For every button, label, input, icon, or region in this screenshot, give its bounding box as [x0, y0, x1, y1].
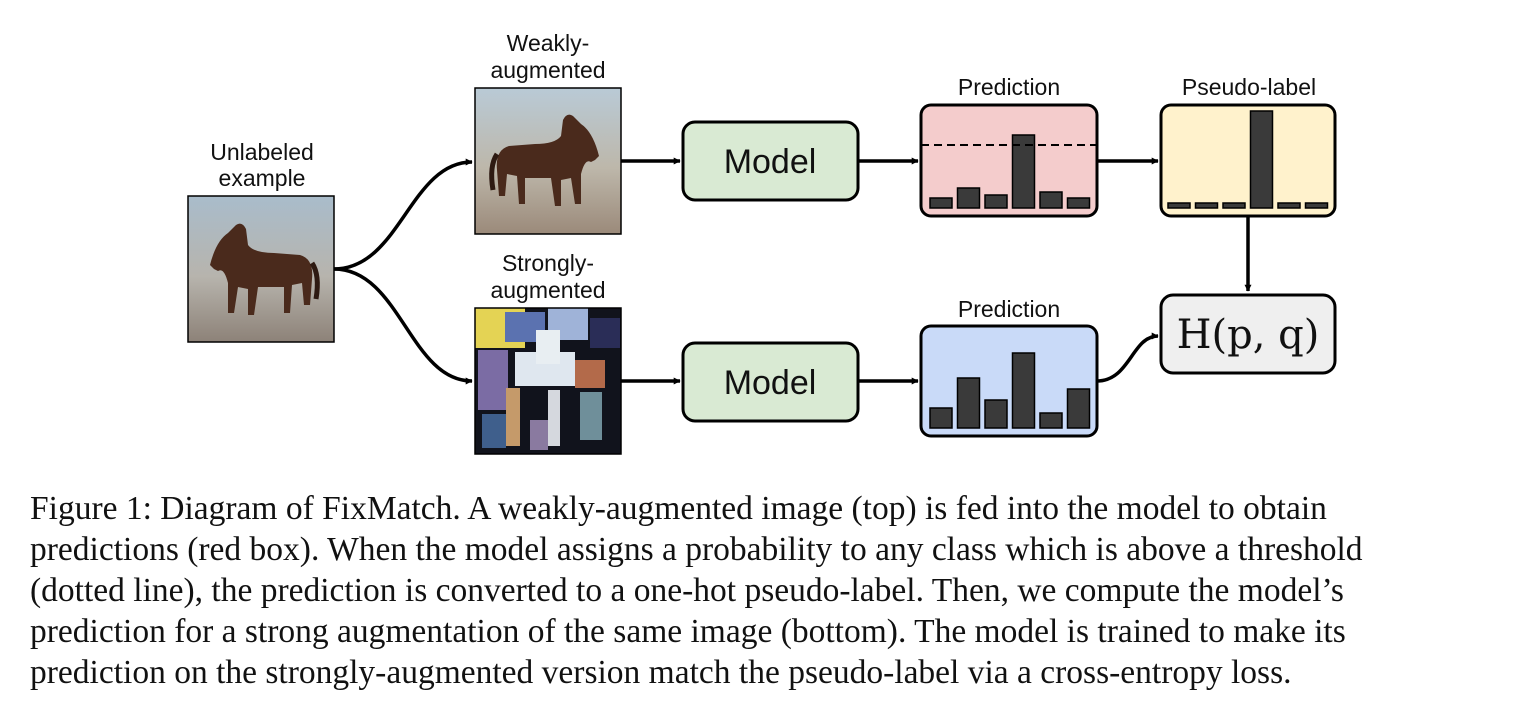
- fixmatch-diagram: Unlabeled example Weakly- augmented Stro…: [187, 30, 1337, 455]
- pseudo-label-bar-6: [1304, 202, 1329, 209]
- arrow-to-weak: [333, 158, 473, 271]
- prediction-bottom-box: [919, 324, 1099, 438]
- prediction-top-bars: [929, 134, 1091, 209]
- pseudo-label-bar-5: [1277, 202, 1301, 209]
- strong-augmented-image: [474, 307, 622, 455]
- pseudo-label-bar-3: [1222, 202, 1246, 209]
- model-bottom-label: Model: [724, 364, 817, 402]
- cross-entropy-loss-label: H(p, q): [1177, 312, 1320, 358]
- prediction-bottom-bars: [929, 352, 1091, 429]
- arrow-to-strong: [333, 267, 473, 385]
- caption-line-5: prediction on the strongly-augmented ver…: [30, 654, 1292, 691]
- prediction-bottom-bar-2: [956, 377, 981, 429]
- prediction-bottom-bar-6: [1066, 388, 1091, 429]
- caption-line-4: prediction for a strong augmentation of …: [30, 613, 1346, 650]
- caption-line-1: Figure 1: Diagram of FixMatch. A weakly-…: [30, 490, 1327, 527]
- unlabeled-label-line1: Unlabeled: [210, 139, 314, 165]
- prediction-top-bar-2: [956, 187, 981, 209]
- weak-augmented-image: [474, 87, 622, 235]
- prediction-bottom-label: Prediction: [958, 296, 1060, 322]
- strong-label-line1: Strongly-: [502, 250, 594, 276]
- prediction-bottom-bar-1: [929, 407, 953, 429]
- prediction-bottom-bar-5: [1039, 412, 1063, 429]
- figure-caption: Figure 1: Diagram of FixMatch. A weakly-…: [30, 488, 1500, 693]
- arrow-prediction-to-loss: [1096, 332, 1159, 383]
- prediction-top-bar-6: [1066, 197, 1091, 209]
- caption-line-3: (dotted line), the prediction is convert…: [30, 572, 1344, 609]
- prediction-bottom-bar-4: [1011, 352, 1036, 429]
- caption-line-2: predictions (red box). When the model as…: [30, 531, 1363, 568]
- unlabeled-horse-image: [187, 195, 335, 343]
- pseudo-label-bar-2: [1194, 202, 1219, 209]
- prediction-bottom-bar-3: [984, 399, 1008, 429]
- weak-label-line1: Weakly-: [507, 30, 590, 56]
- prediction-top-bar-1: [929, 197, 953, 209]
- prediction-top-bar-5: [1039, 191, 1063, 209]
- pseudo-label-bars: [1167, 110, 1329, 209]
- model-top-label: Model: [724, 143, 817, 181]
- model-bottom-box: Model: [681, 341, 860, 423]
- strong-label-line2: augmented: [490, 277, 605, 303]
- pseudo-label-title: Pseudo-label: [1182, 74, 1316, 100]
- weak-label-line2: augmented: [490, 57, 605, 83]
- unlabeled-label-line2: example: [219, 165, 306, 191]
- prediction-top-bar-3: [984, 194, 1008, 209]
- prediction-top-bar-4: [1011, 134, 1036, 209]
- prediction-top-box: [919, 103, 1099, 218]
- pseudo-label-bar-4: [1249, 110, 1274, 209]
- pseudo-label-box: [1159, 103, 1337, 218]
- model-top-box: Model: [681, 120, 860, 202]
- pseudo-label-bar-1: [1167, 202, 1191, 209]
- loss-box: H(p, q): [1159, 293, 1337, 375]
- prediction-top-label: Prediction: [958, 74, 1060, 100]
